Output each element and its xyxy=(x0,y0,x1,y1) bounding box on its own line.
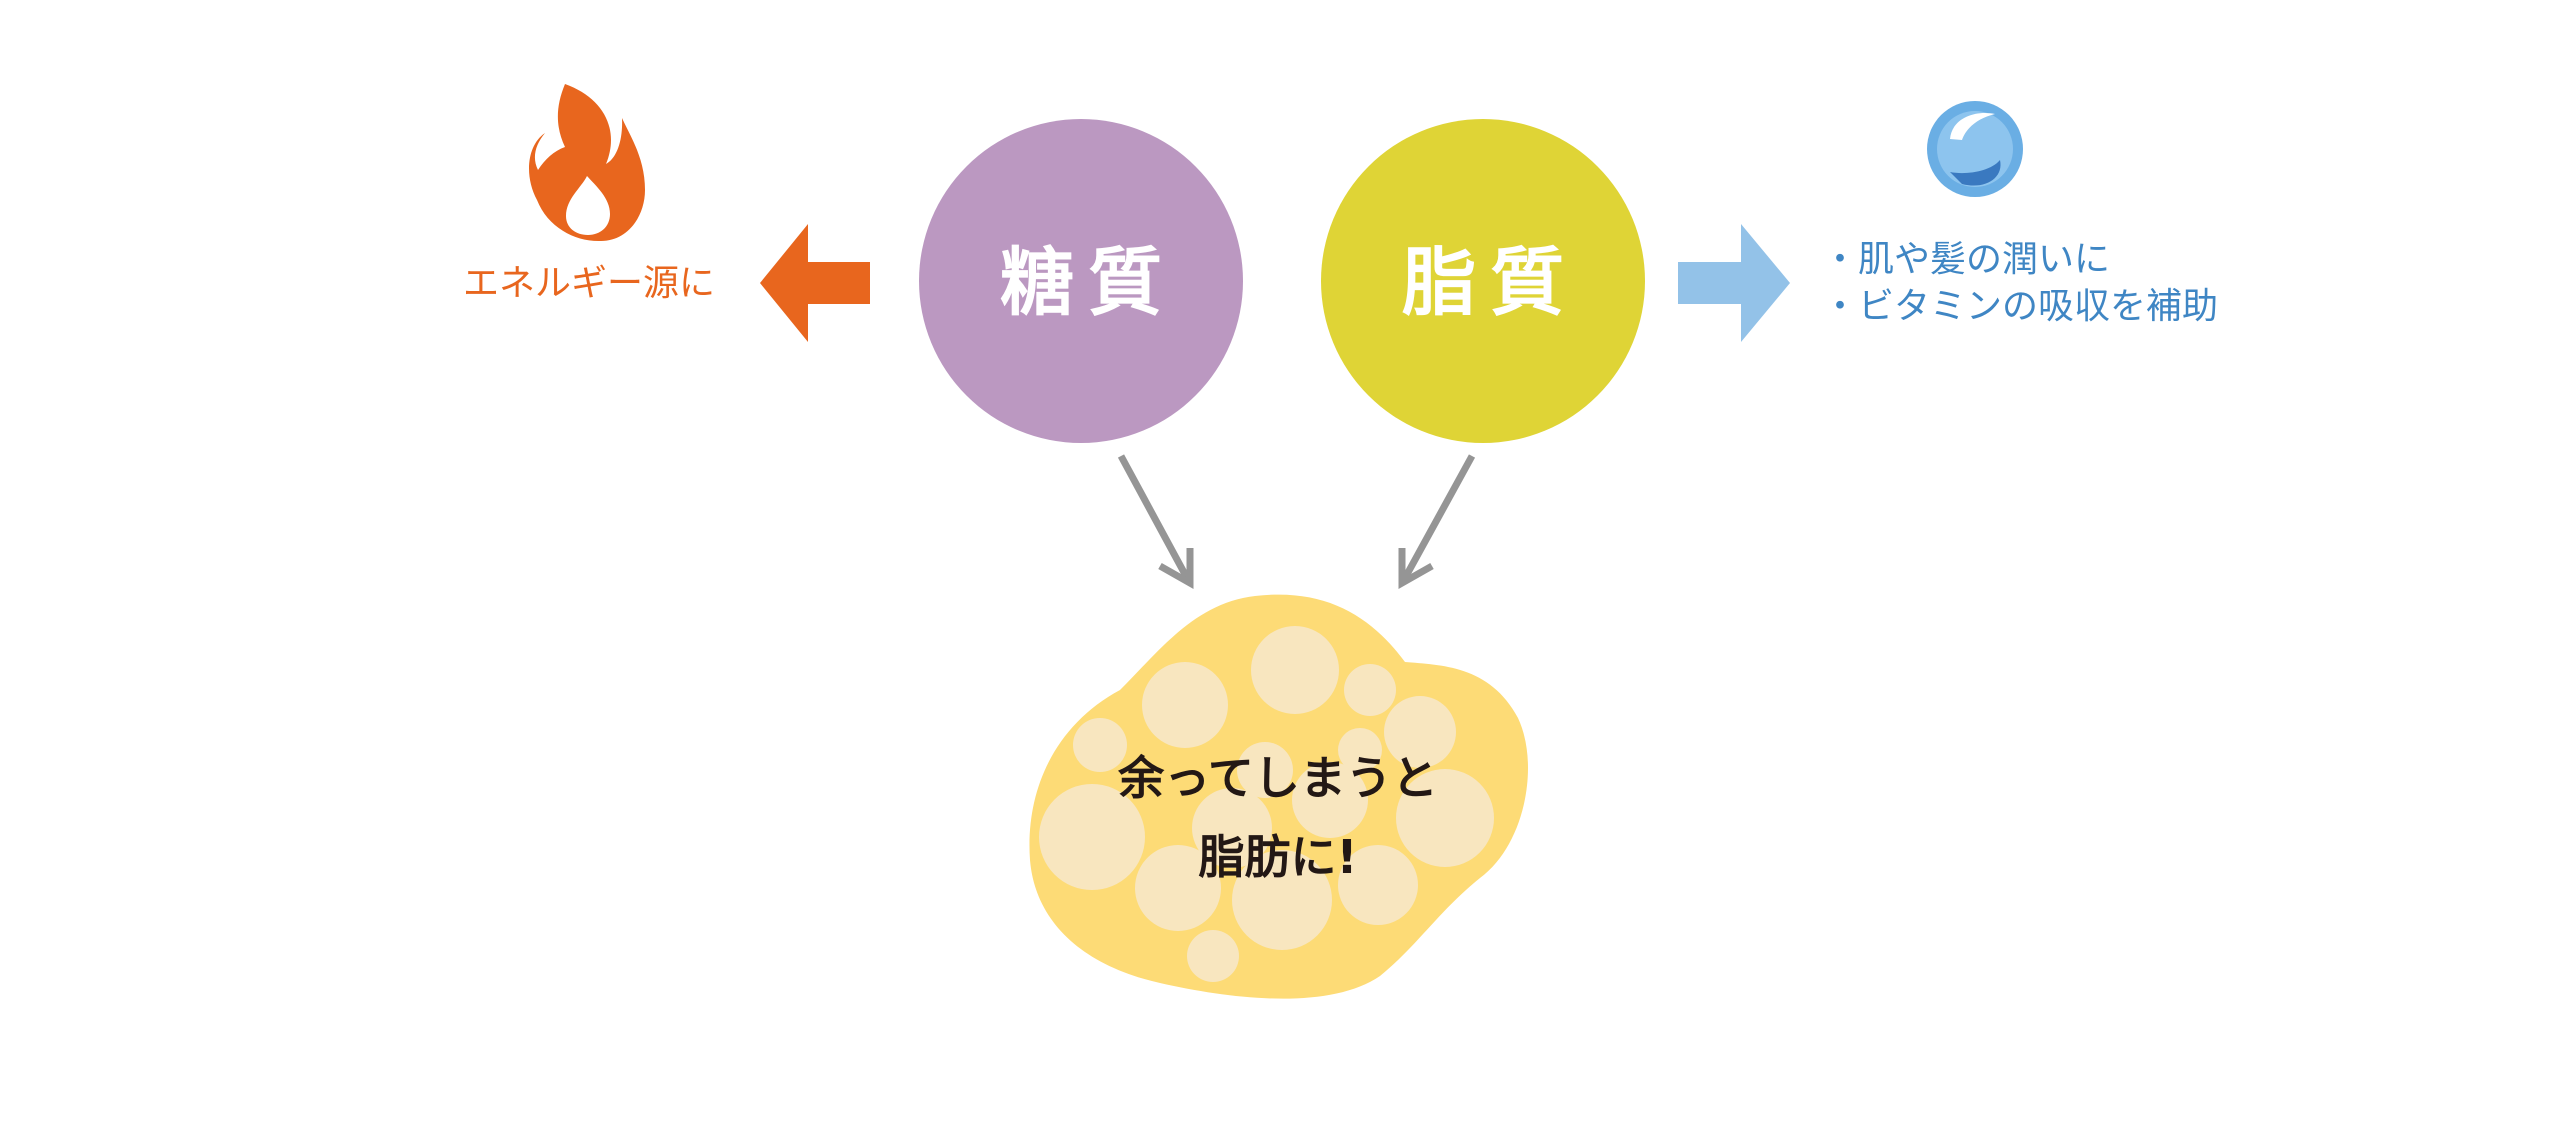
benefit-line-2: ・ビタミンの吸収を補助 xyxy=(1822,286,2218,327)
energy-text: エネルギー源に xyxy=(463,263,715,304)
fats-to-fat-arrow xyxy=(1398,454,1476,590)
fat-blob xyxy=(1029,594,1529,999)
carbs-to-fat-arrow xyxy=(1117,454,1194,590)
benefits-arrow xyxy=(1678,224,1790,342)
fats-circle xyxy=(1321,119,1645,443)
benefit-line-1: ・肌や髪の潤いに xyxy=(1822,239,2110,280)
flame-icon xyxy=(529,84,645,242)
carbs-circle xyxy=(919,119,1243,443)
fats-label: 脂質 xyxy=(1402,240,1578,326)
fat-bubbles xyxy=(1039,626,1494,982)
energy-arrow xyxy=(760,224,870,342)
water-drop-icon xyxy=(1927,101,2023,197)
carbs-label: 糖質 xyxy=(1000,240,1176,326)
fat-text-line-1: 余ってしまうと xyxy=(1117,751,1438,805)
fat-text-line-2: 脂肪に! xyxy=(1199,830,1358,884)
